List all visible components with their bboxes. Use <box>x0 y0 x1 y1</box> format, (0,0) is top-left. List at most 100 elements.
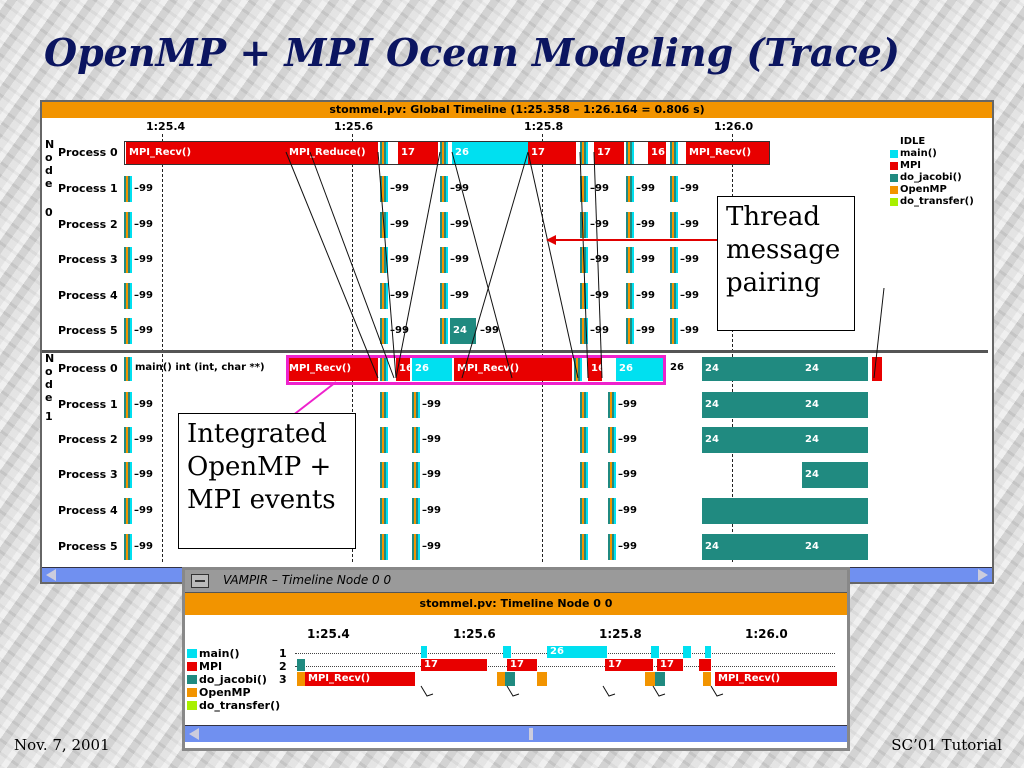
activity-marker <box>632 141 634 165</box>
activity-marker <box>380 357 382 381</box>
activity-marker <box>128 318 130 344</box>
process-label: Process 4 <box>58 289 118 302</box>
wait-label: –99 <box>390 290 409 301</box>
legend-entry: main() <box>187 647 240 660</box>
activity-marker <box>126 357 128 381</box>
window-menu-icon[interactable] <box>191 574 209 588</box>
activity-marker <box>628 283 630 309</box>
node-window-titlebar[interactable]: VAMPIR – Timeline Node 0 0 <box>185 570 847 593</box>
scroll-thumb[interactable] <box>529 728 533 740</box>
activity-marker <box>130 392 132 418</box>
activity-marker <box>418 427 420 453</box>
activity-marker <box>380 498 382 524</box>
wait-label: –99 <box>680 254 699 265</box>
activity-marker <box>608 534 610 560</box>
activity-marker <box>580 318 582 344</box>
activity-marker <box>382 534 384 560</box>
activity-marker <box>582 427 584 453</box>
scroll-left-icon[interactable] <box>189 728 199 740</box>
scroll-right-icon[interactable] <box>978 569 988 581</box>
legend-swatch <box>890 197 898 206</box>
scroll-left-icon[interactable] <box>46 569 56 581</box>
activity-marker <box>416 534 418 560</box>
process-label: Process 3 <box>58 253 118 266</box>
activity-marker <box>128 534 130 560</box>
wait-label: –99 <box>134 325 153 336</box>
activity-marker <box>584 498 586 524</box>
message-arrow-icon <box>602 685 616 697</box>
activity-marker <box>126 247 128 273</box>
wait-label: –99 <box>450 254 469 265</box>
node-0-label: N <box>45 138 55 151</box>
activity-marker <box>444 212 446 238</box>
activity-marker <box>670 176 672 202</box>
process-label: Process 4 <box>58 504 118 517</box>
do-jacobi-segment: 24 <box>802 534 868 560</box>
do-jacobi-segment <box>505 672 515 686</box>
wait-label: –99 <box>422 399 441 410</box>
activity-marker <box>386 392 388 418</box>
activity-marker <box>128 212 130 238</box>
activity-marker <box>630 283 632 309</box>
activity-marker <box>676 212 678 238</box>
time-tick-label: 1:25.6 <box>334 120 374 133</box>
activity-marker <box>382 392 384 418</box>
activity-marker <box>582 176 584 202</box>
time-tick-label: 1:26.0 <box>714 120 754 133</box>
activity-marker <box>126 534 128 560</box>
activity-marker <box>610 462 612 488</box>
activity-marker <box>124 318 126 344</box>
wait-label: –99 <box>636 183 655 194</box>
message-arrow-icon <box>652 685 666 697</box>
activity-marker <box>626 283 628 309</box>
activity-marker <box>416 462 418 488</box>
activity-marker <box>124 283 126 309</box>
activity-marker <box>612 392 614 418</box>
process-bar-outline <box>124 141 770 165</box>
legend-label: MPI <box>199 660 223 673</box>
process-label: Process 1 <box>58 182 118 195</box>
process-label: Process 0 <box>58 362 118 375</box>
node-timeline-scrollbar[interactable] <box>185 725 847 742</box>
activity-marker <box>418 534 420 560</box>
activity-marker <box>446 141 448 165</box>
message-line <box>873 287 885 379</box>
activity-marker <box>126 318 128 344</box>
activity-marker <box>440 318 442 344</box>
activity-marker <box>128 392 130 418</box>
openmp-segment <box>645 672 655 686</box>
legend-label: OpenMP <box>900 184 947 195</box>
legend-entry: do_transfer() <box>890 196 974 207</box>
row-guide <box>295 666 835 667</box>
wait-label: –99 <box>590 219 609 230</box>
activity-marker <box>382 462 384 488</box>
integrated-events-callout: Integrated OpenMP + MPI events <box>178 413 356 549</box>
activity-marker <box>582 318 584 344</box>
time-gridline <box>352 134 353 562</box>
activity-marker <box>674 247 676 273</box>
thread-row-label: 2 <box>279 660 287 673</box>
activity-marker <box>582 462 584 488</box>
activity-marker <box>584 247 586 273</box>
time-gridline <box>162 134 163 562</box>
process-label: Process 3 <box>58 468 118 481</box>
wait-label: –99 <box>680 183 699 194</box>
node-0-label: 0 <box>45 206 53 219</box>
activity-marker <box>676 283 678 309</box>
activity-marker <box>414 392 416 418</box>
node-1-label: N <box>45 352 55 365</box>
node-timeline-window[interactable]: VAMPIR – Timeline Node 0 0 stommel.pv: T… <box>182 567 850 751</box>
activity-marker <box>124 357 126 381</box>
main-segment: 26 <box>547 646 607 658</box>
legend-entry: main() <box>890 148 937 159</box>
activity-marker <box>632 283 634 309</box>
activity-marker <box>418 498 420 524</box>
activity-marker <box>586 283 588 309</box>
wait-label: –99 <box>680 325 699 336</box>
activity-marker <box>442 247 444 273</box>
activity-marker <box>628 212 630 238</box>
activity-marker <box>124 176 126 202</box>
do-jacobi-segment: 24 <box>802 427 868 453</box>
